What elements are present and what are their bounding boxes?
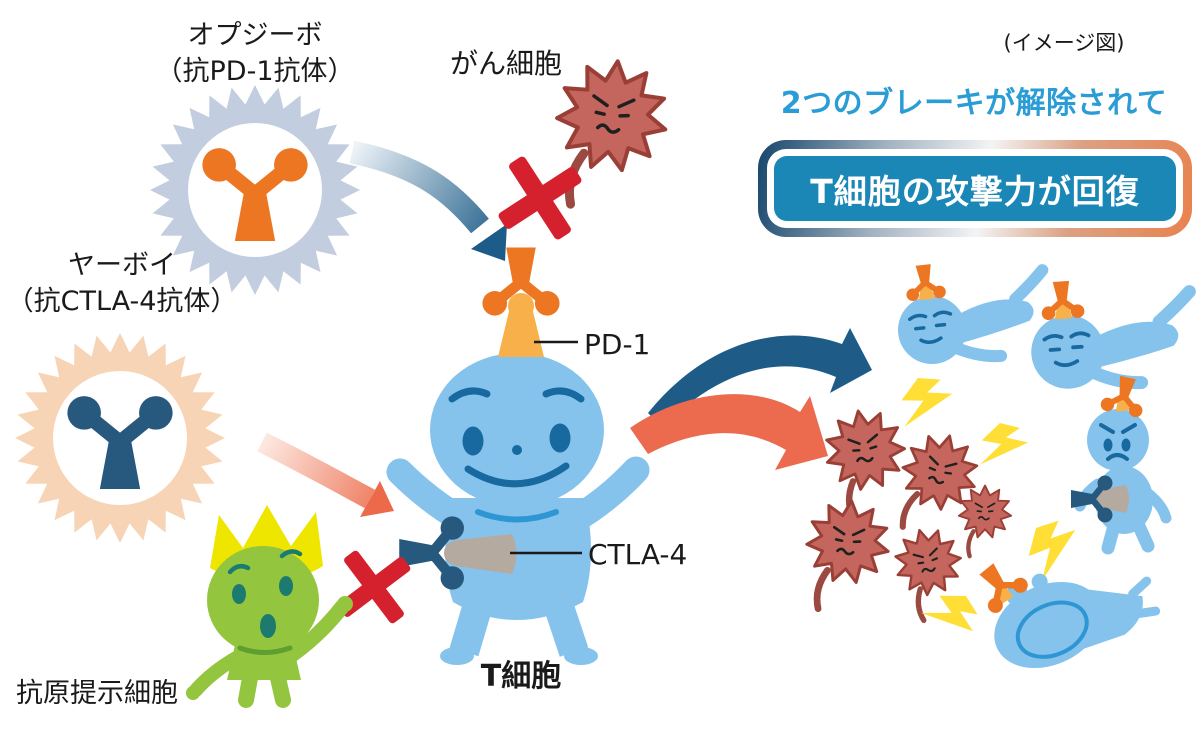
result-box-white-ring: T細胞の攻撃力が回復 bbox=[767, 149, 1183, 228]
result-box-text: T細胞の攻撃力が回復 bbox=[774, 156, 1176, 221]
yervoy-name: ヤーボイ bbox=[68, 250, 176, 281]
cancer-cell-attacked bbox=[820, 404, 916, 522]
result-box: T細胞の攻撃力が回復 bbox=[758, 140, 1192, 237]
attack-arrow-blue bbox=[648, 328, 872, 427]
t-cell-label: T細胞 bbox=[480, 659, 562, 694]
attack-arrow-orange bbox=[630, 394, 828, 470]
opdivo-badge bbox=[150, 85, 360, 295]
ctla4-label: CTLA-4 bbox=[588, 538, 688, 571]
ctla4-receptor bbox=[444, 534, 517, 574]
t-cell-flying bbox=[891, 253, 1051, 368]
block-cross-ctla4 bbox=[334, 547, 414, 627]
cancer-cell-attacked bbox=[801, 497, 892, 614]
t-cell-diving bbox=[963, 506, 1161, 669]
t-cell-main bbox=[386, 353, 650, 665]
lightning-icon bbox=[1026, 519, 1079, 582]
cancer-cell-attacked bbox=[959, 486, 1011, 557]
image-note: (イメージ図) bbox=[1003, 31, 1125, 55]
lightning-icon bbox=[971, 414, 1033, 480]
lightning-icon bbox=[893, 370, 956, 438]
opdivo-subtitle: （抗PD-1抗体） bbox=[155, 55, 355, 87]
apc-label: 抗原提示細胞 bbox=[16, 678, 178, 709]
t-cell-flying bbox=[1026, 273, 1195, 392]
t-cell-angry bbox=[1071, 373, 1172, 555]
t-cell-face bbox=[448, 387, 585, 488]
yervoy-label: ヤーボイ （抗CTLA-4抗体） bbox=[0, 248, 252, 319]
antigen-presenting-cell bbox=[186, 505, 353, 708]
apc-face bbox=[227, 549, 303, 638]
result-headline: 2つのブレーキが解除されて bbox=[780, 86, 1168, 121]
opdivo-name: オプジーボ bbox=[187, 20, 323, 51]
pd1-receptor bbox=[498, 293, 544, 357]
opdivo-label: オプジーボ （抗PD-1抗体） bbox=[100, 18, 410, 89]
opdivo-arrow bbox=[349, 140, 507, 261]
cancer-cell-label: がん細胞 bbox=[449, 47, 562, 80]
yervoy-badge bbox=[15, 333, 225, 543]
yervoy-subtitle: （抗CTLA-4抗体） bbox=[6, 285, 238, 317]
yervoy-arrow bbox=[257, 432, 394, 517]
pd1-label: PD-1 bbox=[584, 328, 651, 361]
